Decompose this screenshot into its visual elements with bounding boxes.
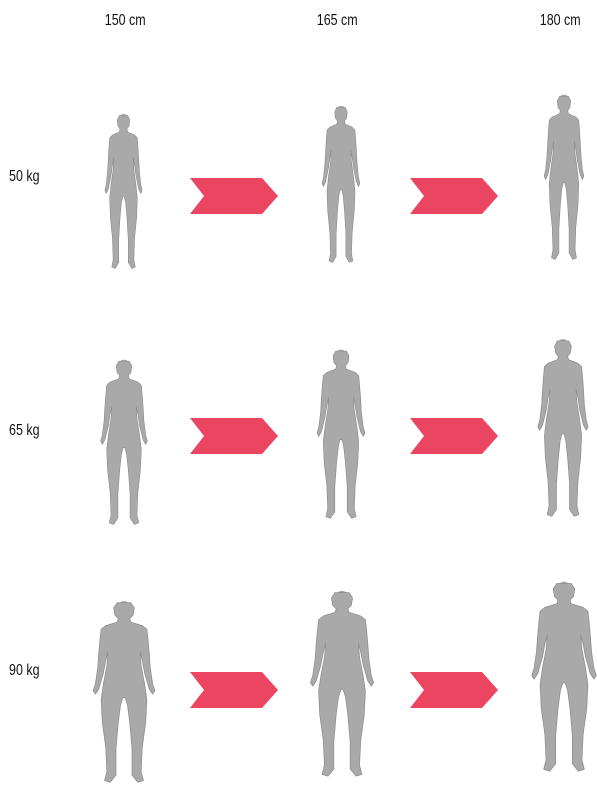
body-figure [80,590,168,802]
figure-body [101,361,148,524]
figure-body [105,116,142,269]
chevron-arrow-right-icon [190,418,278,454]
body-figure [297,574,387,802]
chevron-arrow-right-icon [190,672,278,708]
chevron-arrow-right-icon [410,418,498,454]
body-figure [84,340,164,552]
chevron-arrow-right-icon [410,672,498,708]
row-label-90kg: 90 kg [9,662,40,680]
body-figure [300,324,382,552]
figure-body [317,351,365,518]
body-figure [520,310,597,554]
figure-body [93,603,155,783]
figure-body [310,593,373,777]
row-label-50kg: 50 kg [9,168,40,186]
column-label-150cm: 150 cm [105,12,146,30]
figure-body [532,583,597,771]
figure-body [544,96,584,259]
column-label-165cm: 165 cm [317,12,358,30]
chevron-arrow-right-icon [190,178,278,214]
figure-body [322,107,360,262]
body-figure [86,90,161,300]
chevron-arrow-right-icon [410,178,498,214]
body-figure [518,560,597,802]
figure-body [538,341,588,516]
body-figure [303,74,379,302]
row-label-65kg: 65 kg [9,422,40,440]
body-figure [524,60,597,302]
column-label-180cm: 180 cm [540,12,581,30]
